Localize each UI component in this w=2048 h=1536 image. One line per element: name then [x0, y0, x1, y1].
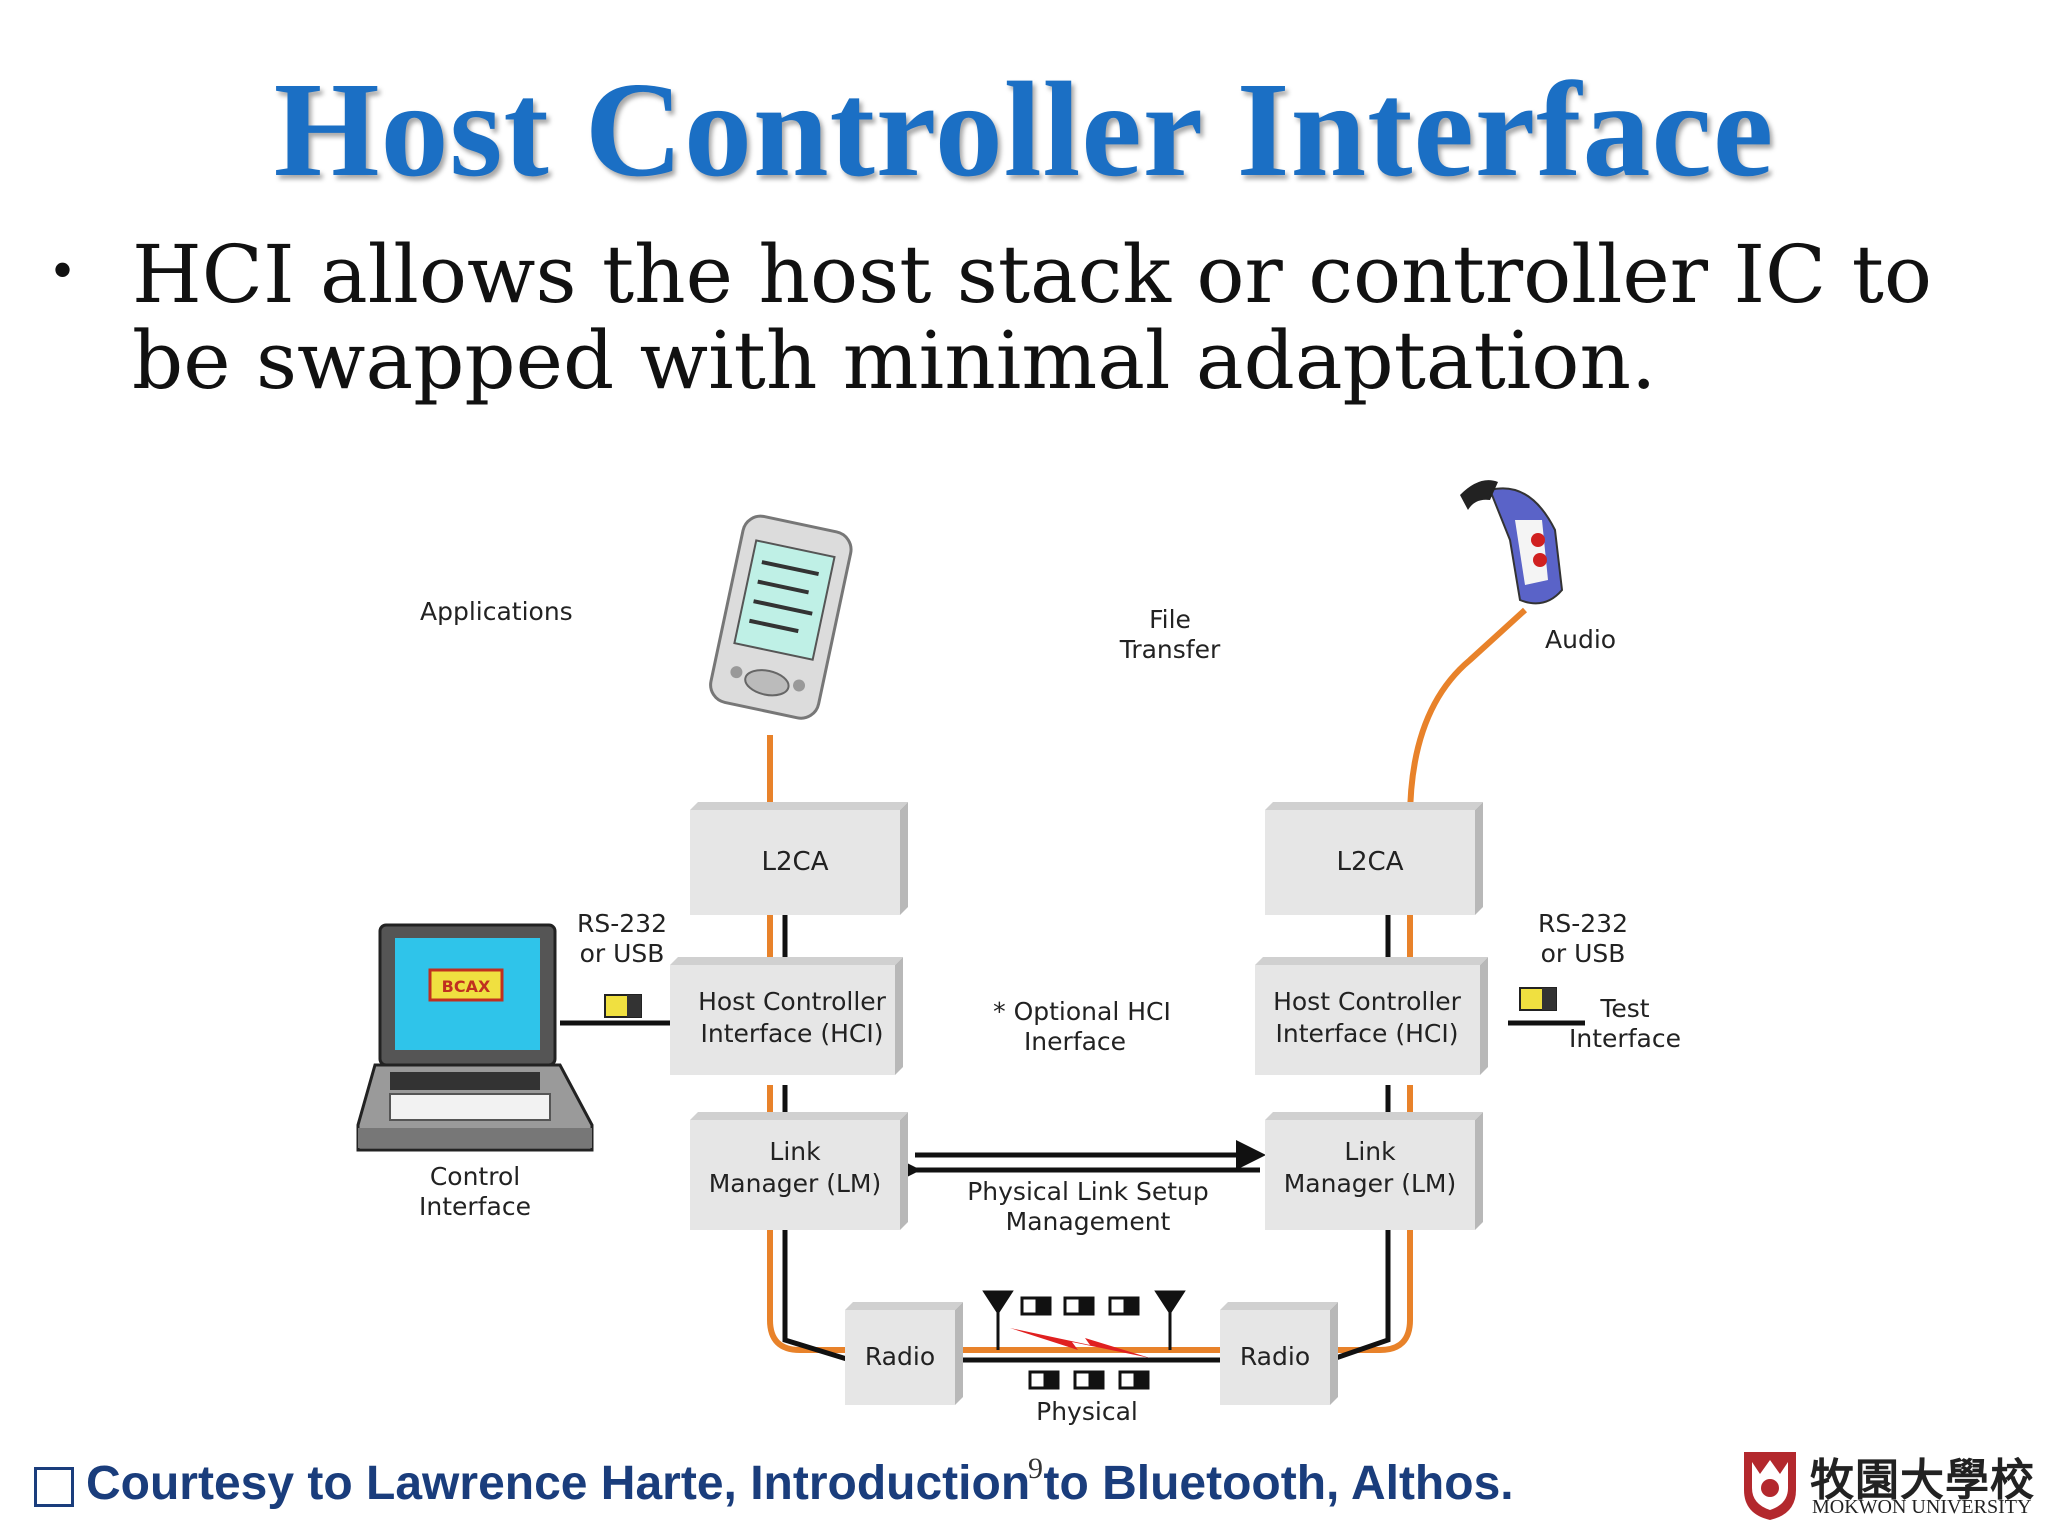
left-connector-icon: [604, 994, 642, 1018]
laptop-screen-label: BCAX: [442, 977, 491, 996]
label-file-transfer-2: Transfer: [1119, 635, 1221, 664]
label-control-interface-2: Interface: [419, 1192, 531, 1221]
label-control-interface-1: Control: [430, 1162, 520, 1191]
diagram-labels: Applications File Transfer Audio RS-232 …: [419, 597, 1681, 1426]
university-emblem-icon: [1744, 1452, 1796, 1520]
slide-title: Host Controller Interface: [273, 55, 1775, 205]
left-hci-box: Host Controller Interface (HCI): [670, 957, 903, 1075]
label-physical-link-1: Physical Link Setup: [967, 1177, 1209, 1206]
right-connector-icon: [1519, 987, 1557, 1011]
credit-text: Courtesy to Lawrence Harte, Introduction…: [86, 1457, 1514, 1510]
left-hci-label-1: Host Controller: [698, 987, 887, 1016]
label-optional-hci-1: * Optional HCI: [993, 997, 1171, 1026]
left-lm-label-1: Link: [769, 1137, 821, 1166]
left-lm-label-2: Manager (LM): [709, 1169, 882, 1198]
right-hci-label-1: Host Controller: [1273, 987, 1462, 1016]
left-antenna-icon: [982, 1290, 1014, 1350]
radio-packets-top: [1020, 1296, 1140, 1316]
left-l2ca-label: L2CA: [762, 847, 829, 877]
bluetooth-hci-diagram: L2CA Host Controller Interface (HCI) Lin…: [356, 480, 1681, 1426]
label-optional-hci-2: Inerface: [1024, 1027, 1126, 1056]
label-rs232-right-2: or USB: [1541, 939, 1626, 968]
page-number: 9: [1028, 1452, 1043, 1485]
right-lm-box: Link Manager (LM): [1265, 1112, 1483, 1230]
university-logo: 牧園大學校 MOKWON UNIVERSITY: [1738, 1444, 2038, 1524]
label-test-interface-1: Test: [1599, 994, 1649, 1023]
left-l2ca-box: L2CA: [690, 802, 908, 915]
laptop-icon: BCAX: [356, 923, 594, 1152]
right-hci-label-2: Interface (HCI): [1275, 1019, 1458, 1048]
university-name-cjk: 牧園大學校: [1810, 1455, 2035, 1506]
radio-link-bolt: [1010, 1328, 1150, 1358]
label-test-interface-2: Interface: [1569, 1024, 1681, 1053]
label-rs232-right-1: RS-232: [1538, 909, 1628, 938]
label-audio: Audio: [1545, 625, 1616, 654]
right-hci-box: Host Controller Interface (HCI): [1255, 957, 1488, 1075]
left-radio-box: Radio: [845, 1302, 963, 1405]
right-radio-label: Radio: [1240, 1342, 1310, 1371]
label-file-transfer-1: File: [1149, 605, 1191, 634]
radio-packets-bottom: [1028, 1370, 1150, 1390]
label-physical: Physical: [1036, 1397, 1138, 1426]
bullet-marker: •: [52, 237, 74, 303]
right-orange-link: [1330, 607, 1528, 1353]
left-lm-box: Link Manager (LM): [690, 1112, 908, 1230]
label-rs232-left-2: or USB: [580, 939, 665, 968]
right-lm-label-1: Link: [1344, 1137, 1396, 1166]
credit-checkbox-glyph: [34, 1467, 74, 1507]
bullet-text: HCI allows the host stack or controller …: [132, 228, 1932, 407]
orange-links: [767, 607, 1528, 1353]
university-name-en: MOKWON UNIVERSITY: [1812, 1496, 2032, 1518]
label-applications: Applications: [420, 597, 573, 626]
right-antenna-icon: [1154, 1290, 1186, 1350]
label-rs232-left-1: RS-232: [577, 909, 667, 938]
pda-device-icon: [709, 514, 853, 720]
left-hci-label-2: Interface (HCI): [700, 1019, 883, 1048]
right-l2ca-box: L2CA: [1265, 802, 1483, 915]
right-radio-box: Radio: [1220, 1302, 1338, 1405]
left-radio-label: Radio: [865, 1342, 935, 1371]
label-physical-link-2: Management: [1006, 1207, 1171, 1236]
headset-icon: [1460, 480, 1564, 605]
right-lm-label-2: Manager (LM): [1284, 1169, 1457, 1198]
left-orange-link: [767, 735, 850, 1353]
right-l2ca-label: L2CA: [1337, 847, 1404, 877]
